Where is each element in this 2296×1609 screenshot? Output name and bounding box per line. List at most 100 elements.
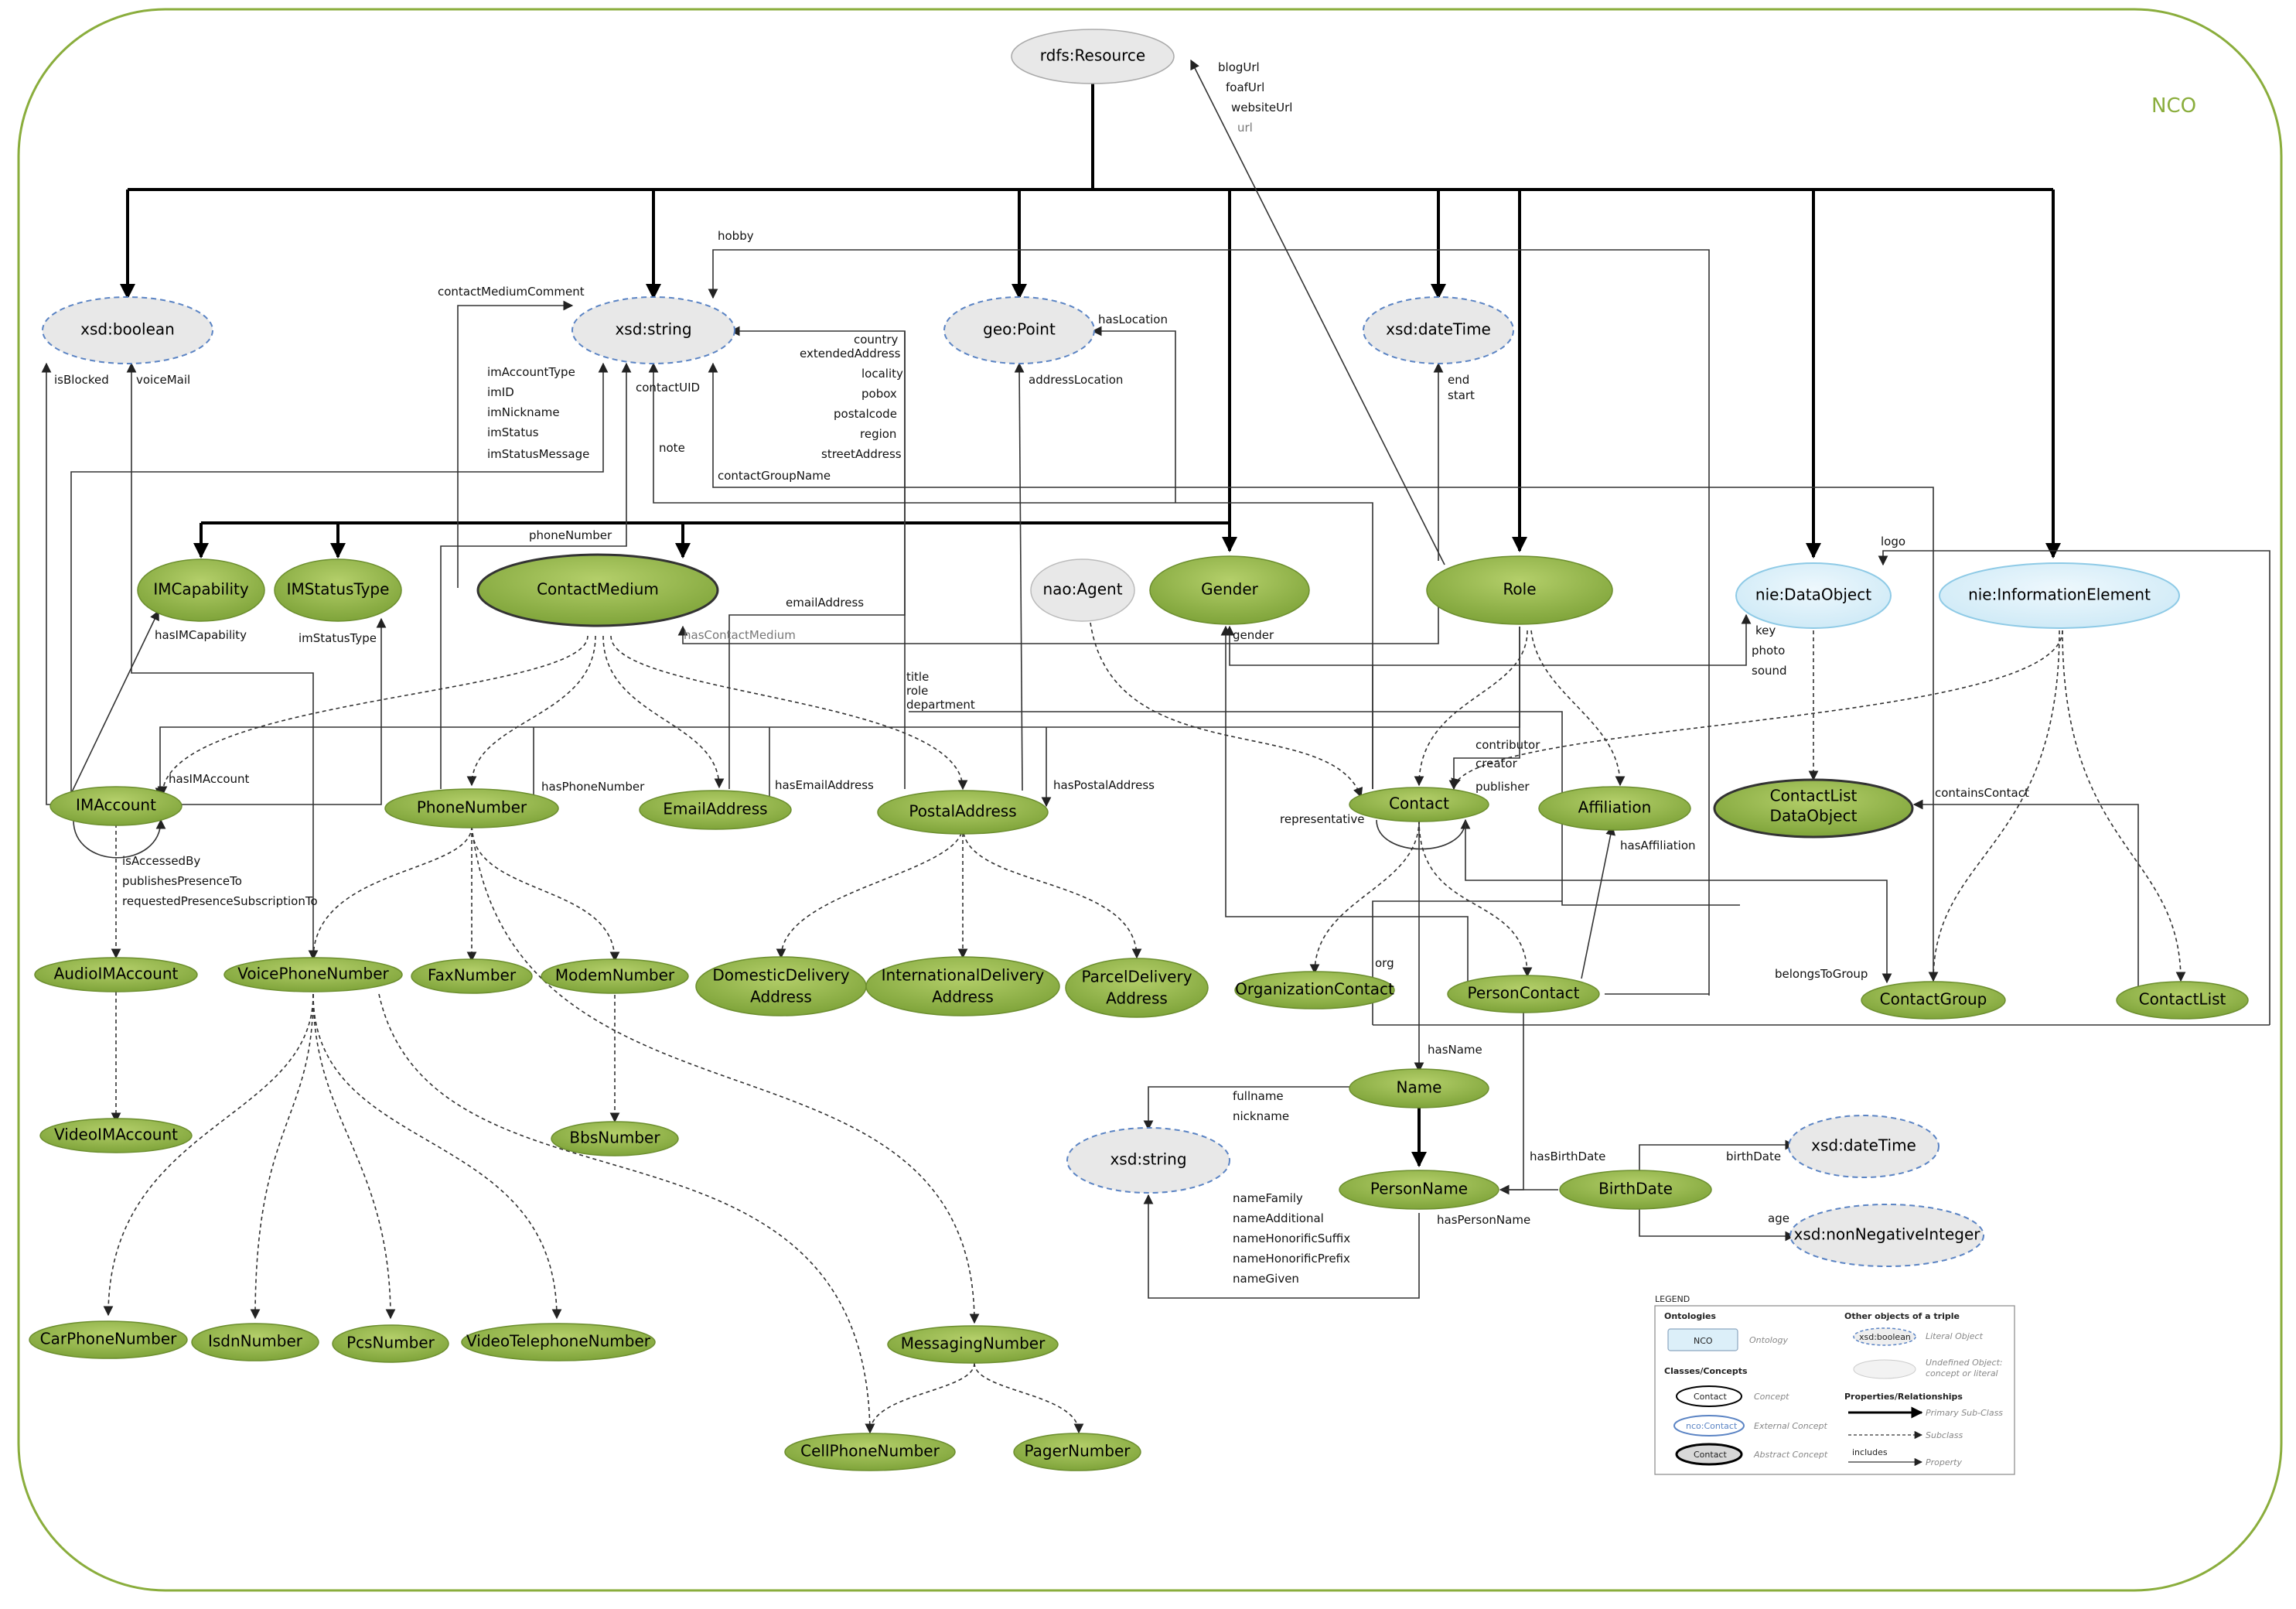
node-parceldeliveryaddress[interactable]: ParcelDelivery Address [1065,958,1209,1018]
label-contactgroupname: contactGroupName [718,469,831,483]
node-contactlist-dataobject[interactable]: ContactList DataObject [1713,778,1914,839]
node-xsd-nonnegativeinteger[interactable]: xsd:nonNegativeInteger [1789,1204,1984,1267]
label-contactuid: contactUID [636,381,700,395]
svg-text:FaxNumber: FaxNumber [428,966,517,985]
node-name[interactable]: Name [1349,1068,1489,1109]
node-carphonenumber[interactable]: CarPhoneNumber [29,1320,188,1359]
label-isaccessedby: isAccessedBy [122,854,200,868]
svg-text:nie:DataObject: nie:DataObject [1755,586,1871,604]
svg-text:ParcelDelivery: ParcelDelivery [1081,968,1192,986]
node-modemnumber[interactable]: ModemNumber [541,958,689,994]
node-contact[interactable]: Contact [1349,787,1489,822]
node-affiliation[interactable]: Affiliation [1538,786,1691,831]
label-hascontactmedium: hasContactMedium [684,628,796,642]
node-nie-dataobject[interactable]: nie:DataObject [1735,562,1892,629]
label-belongstogroup: belongsToGroup [1775,967,1868,981]
node-personname[interactable]: PersonName [1339,1170,1499,1210]
node-audioimaccount[interactable]: AudioIMAccount [34,957,198,992]
node-imaccount[interactable]: IMAccount [49,786,183,826]
label-publisher: publisher [1476,780,1530,794]
node-voicephonenumber[interactable]: VoicePhoneNumber [223,957,403,992]
node-pcsnumber[interactable]: PcsNumber [332,1324,449,1363]
label-creator: creator [1476,757,1518,770]
svg-text:InternationalDelivery: InternationalDelivery [882,966,1045,985]
node-gender[interactable]: Gender [1149,555,1310,625]
label-title: title [906,670,929,684]
node-postaladdress[interactable]: PostalAddress [877,790,1049,835]
legend-ontologies: Ontologies [1664,1311,1716,1321]
svg-text:PersonName: PersonName [1370,1180,1468,1198]
node-personcontact[interactable]: PersonContact [1447,975,1600,1013]
node-organizationcontact[interactable]: OrganizationContact [1234,971,1395,1009]
svg-text:BbsNumber: BbsNumber [569,1129,660,1147]
legend-includes: includes [1852,1447,1888,1457]
node-nao-agent[interactable]: nao:Agent [1030,559,1135,622]
subclass-lines [103,622,2186,1434]
node-xsd-datetime-top[interactable]: xsd:dateTime [1363,296,1514,364]
legend-external-concept: External Concept [1754,1421,1828,1431]
node-messagingnumber[interactable]: MessagingNumber [887,1325,1059,1364]
node-emailaddress[interactable]: EmailAddress [639,790,792,830]
label-publishespresenceto: publishesPresenceTo [122,874,242,888]
svg-text:BirthDate: BirthDate [1598,1180,1673,1198]
label-hasphonenumber: hasPhoneNumber [541,780,645,794]
svg-text:nie:InformationElement: nie:InformationElement [1968,586,2151,604]
svg-text:Name: Name [1396,1078,1441,1097]
svg-text:AudioIMAccount: AudioIMAccount [54,965,179,983]
node-videoimaccount[interactable]: VideoIMAccount [39,1118,193,1153]
node-xsd-string-bottom[interactable]: xsd:string [1066,1127,1230,1194]
node-xsd-boolean[interactable]: xsd:boolean [42,296,213,364]
label-isblocked: isBlocked [54,373,109,387]
label-imid: imID [487,385,514,399]
label-country: country [854,333,898,347]
node-imstatustype[interactable]: IMStatusType [274,559,402,622]
node-pagernumber[interactable]: PagerNumber [1013,1433,1141,1471]
node-faxnumber[interactable]: FaxNumber [411,958,533,994]
node-contactmedium[interactable]: ContactMedium [476,553,719,627]
legend-primary-subclass: Primary Sub-Class [1926,1408,2003,1418]
legend-nco-box: NCO [1694,1336,1713,1346]
primary-subclass-lines [120,84,2061,1167]
label-namehonorificsuffix: nameHonorificSuffix [1233,1232,1350,1245]
label-photo: photo [1752,644,1785,658]
node-nie-informationelement[interactable]: nie:InformationElement [1939,562,2180,629]
svg-text:xsd:string: xsd:string [615,320,691,339]
label-representative: representative [1280,812,1364,826]
node-domesticdeliveryaddress[interactable]: DomesticDelivery Address [695,956,867,1016]
node-rdfs-resource[interactable]: rdfs:Resource [1011,29,1175,84]
node-videotelephonenumber[interactable]: VideoTelephoneNumber [461,1323,656,1361]
node-contactgroup[interactable]: ContactGroup [1861,981,2006,1020]
node-geo-point[interactable]: geo:Point [943,296,1095,364]
label-haspersonname: hasPersonName [1437,1213,1530,1227]
node-cellphonenumber[interactable]: CellPhoneNumber [784,1433,956,1471]
legend-xsd-boolean: xsd:boolean [1859,1332,1911,1342]
legend-classes-concepts: Classes/Concepts [1664,1366,1748,1376]
node-phonenumber[interactable]: PhoneNumber [384,788,559,828]
label-containscontact: containsContact [1935,786,2029,800]
label-hasbirthdate: hasBirthDate [1530,1150,1605,1163]
diagram-title: NCO [2151,94,2196,118]
node-isdnnumber[interactable]: IsdnNumber [191,1323,319,1361]
node-bbsnumber[interactable]: BbsNumber [551,1121,679,1156]
label-namegiven: nameGiven [1233,1272,1299,1286]
label-org: org [1375,956,1394,970]
node-xsd-datetime-bottom[interactable]: xsd:dateTime [1788,1115,1939,1178]
node-contactlist[interactable]: ContactList [2116,981,2249,1020]
label-haslocation: hasLocation [1098,313,1168,326]
label-hobby: hobby [718,229,754,243]
node-internationaldeliveryaddress[interactable]: InternationalDelivery Address [865,956,1060,1016]
legend-undefined-object-1: Undefined Object: [1926,1358,2003,1368]
node-xsd-string-top[interactable]: xsd:string [571,296,735,364]
label-requestedpresencesubscriptionto: requestedPresenceSubscriptionTo [122,894,318,908]
label-end: end [1448,373,1469,387]
label-url: url [1237,121,1253,135]
diagram-frame [17,8,2283,1592]
label-foafurl: foafUrl [1226,80,1264,94]
label-imstatusmessage: imStatusMessage [487,447,589,461]
label-hasaffiliation: hasAffiliation [1620,839,1696,852]
legend: LEGEND Ontologies NCO Ontology Classes/C… [1654,1294,2015,1475]
label-department: department [906,698,975,712]
node-role[interactable]: Role [1426,555,1613,625]
node-imcapability[interactable]: IMCapability [137,559,265,622]
node-birthdate[interactable]: BirthDate [1559,1170,1712,1210]
